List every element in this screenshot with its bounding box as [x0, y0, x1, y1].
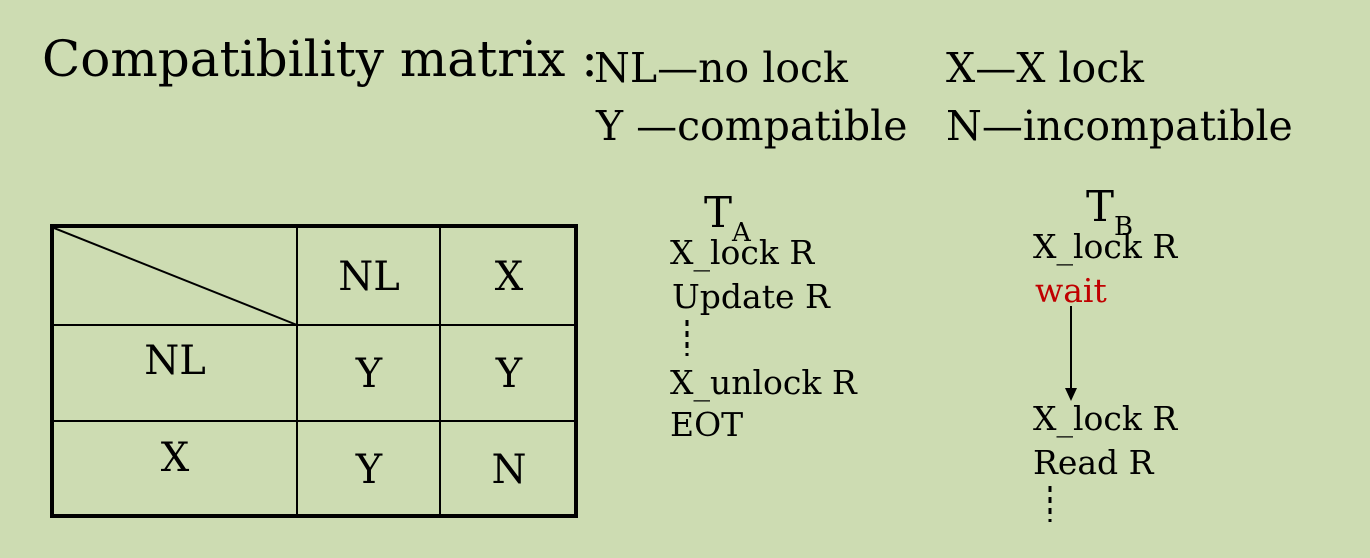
transaction-a-name: T [704, 188, 733, 237]
matrix-corner-diagonal [54, 228, 298, 326]
legend-y: Y —compatible [596, 102, 908, 150]
transaction-a-label: TA [704, 192, 751, 247]
row-header-nl: NL [144, 338, 206, 384]
ta-step-update: Update R [672, 277, 830, 316]
transaction-b-name: T [1086, 182, 1115, 231]
transaction-b-label: TB [1086, 186, 1133, 241]
row-header-x: X [160, 435, 190, 481]
legend-n: N—incompatible [946, 102, 1293, 150]
tb-continuation-dots [1048, 486, 1052, 522]
matrix-divider-v1 [296, 228, 298, 514]
tb-step-read: Read R [1033, 443, 1154, 482]
ta-step-xlock: X_lock R [670, 233, 815, 272]
legend-nl: NL—no lock [594, 44, 848, 92]
ta-step-eot: EOT [670, 405, 744, 444]
matrix-divider-h1 [54, 324, 574, 326]
col-header-nl: NL [338, 254, 400, 300]
ta-step-xunlock: X_unlock R [670, 363, 857, 402]
matrix-divider-v2 [439, 228, 441, 514]
matrix-divider-h2 [54, 420, 574, 422]
tb-step-wait: wait [1035, 271, 1107, 310]
transaction-b-subscript: B [1114, 212, 1134, 242]
cell-x-nl: Y [355, 447, 383, 493]
cell-x-x: N [491, 447, 527, 493]
legend-x: X—X lock [946, 44, 1145, 92]
ta-continuation-dots [685, 320, 689, 356]
tb-step-xlock: X_lock R [1033, 227, 1178, 266]
cell-nl-nl: Y [355, 351, 383, 397]
cell-nl-x: Y [495, 351, 523, 397]
transaction-a-subscript: A [732, 218, 751, 248]
wait-arrow [1065, 306, 1077, 401]
tb-step-xlock-granted: X_lock R [1033, 399, 1178, 438]
col-header-x: X [494, 254, 524, 300]
compatibility-matrix: NL X NL Y Y X Y N [50, 224, 578, 518]
slide-title: Compatibility matrix : [42, 30, 599, 88]
